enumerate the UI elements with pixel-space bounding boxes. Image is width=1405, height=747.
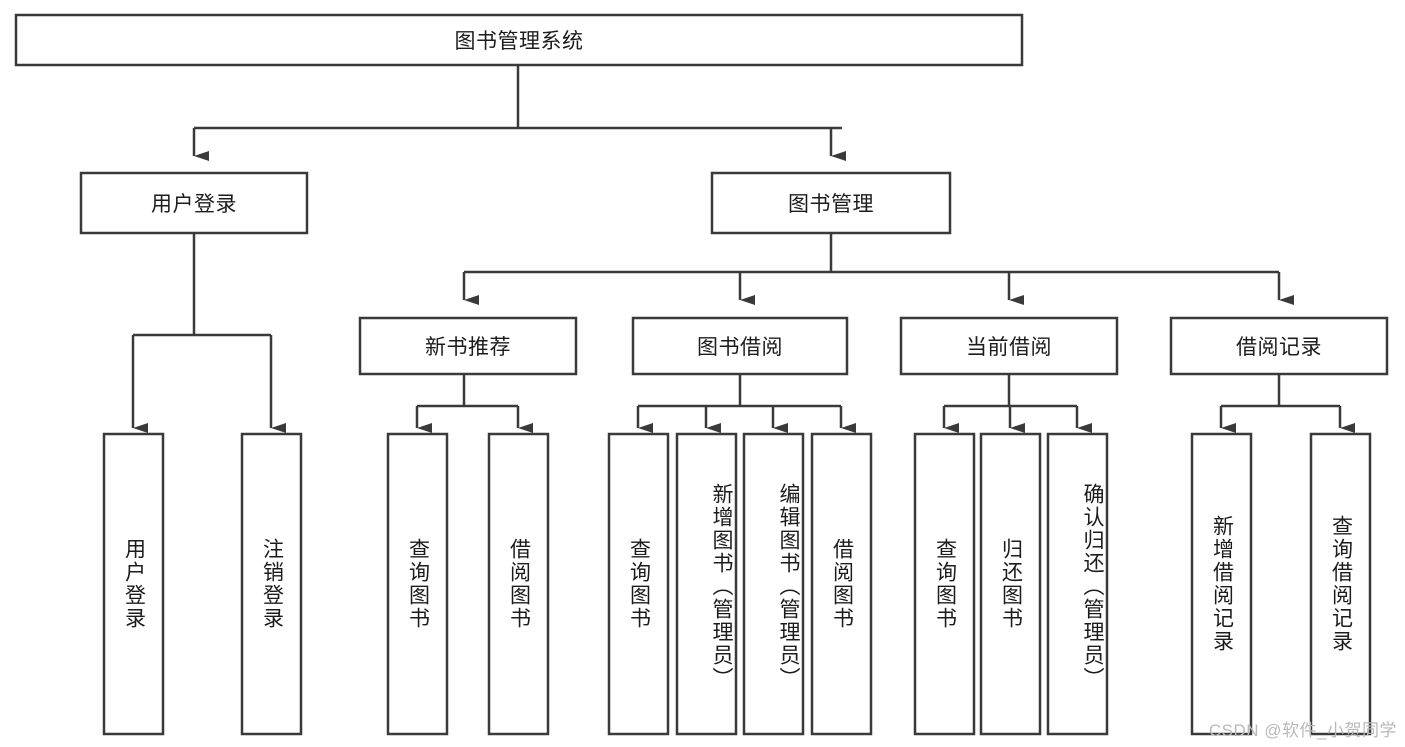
node-leaf-borrow-book-1[interactable] xyxy=(487,432,550,736)
node-user-login[interactable] xyxy=(79,171,309,235)
connector-currentborrow-to-leaves xyxy=(942,374,1092,433)
connector-userlogin-to-leaves xyxy=(131,233,286,433)
node-book-management[interactable] xyxy=(710,171,952,235)
connector-borrowrecord-to-leaves xyxy=(1219,374,1355,433)
node-borrow-record[interactable] xyxy=(1169,316,1389,376)
node-title-book-management-system[interactable] xyxy=(14,13,1024,67)
connector-newbook-to-leaves xyxy=(415,374,533,433)
node-leaf-edit-book[interactable] xyxy=(742,432,805,736)
node-leaf-query-book-3[interactable] xyxy=(913,432,976,736)
node-leaf-confirm-return[interactable] xyxy=(1046,432,1109,736)
node-leaf-add-book[interactable] xyxy=(675,432,738,736)
connector-root-to-level2 xyxy=(192,65,846,161)
node-leaf-user-login[interactable] xyxy=(102,432,165,736)
node-new-book-recommend[interactable] xyxy=(358,316,578,376)
connector-bookborrow-to-leaves xyxy=(636,374,856,433)
node-leaf-query-book-1[interactable] xyxy=(386,432,449,736)
node-leaf-return-book[interactable] xyxy=(979,432,1042,736)
node-leaf-borrow-book-2[interactable] xyxy=(810,432,873,736)
node-leaf-logout-login[interactable] xyxy=(240,432,303,736)
node-book-borrow[interactable] xyxy=(631,316,849,376)
node-leaf-query-book-2[interactable] xyxy=(607,432,670,736)
node-current-borrow[interactable] xyxy=(899,316,1119,376)
node-leaf-query-record[interactable] xyxy=(1309,432,1372,736)
connector-bookmanage-to-level3 xyxy=(462,233,1294,305)
node-leaf-add-record[interactable] xyxy=(1190,432,1253,736)
